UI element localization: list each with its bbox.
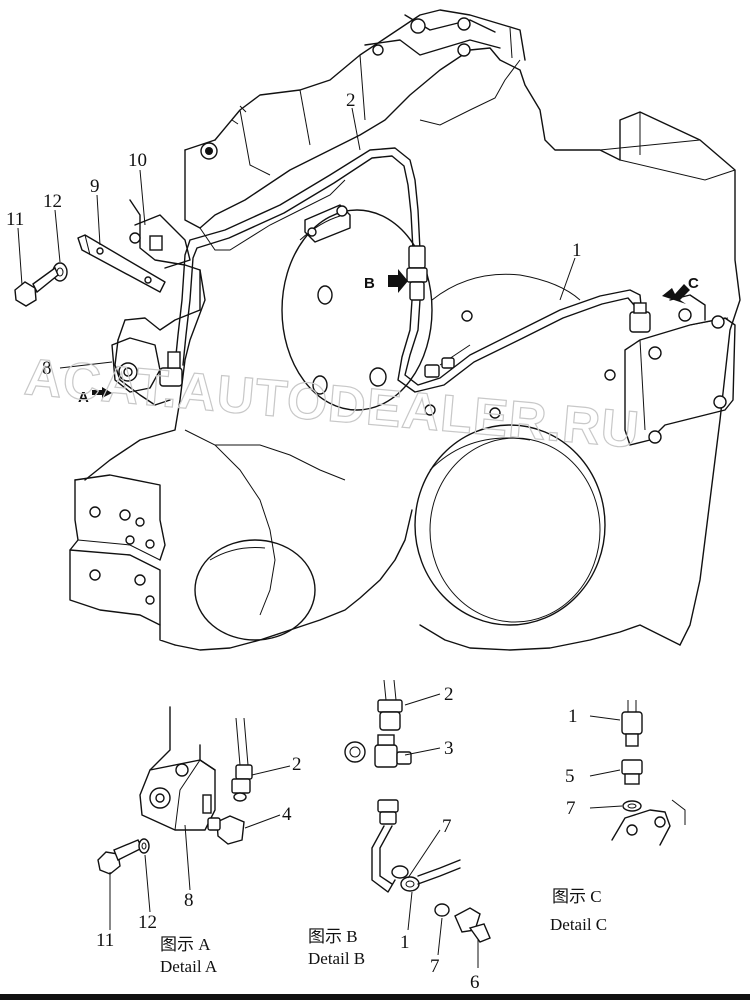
detail-c (611, 700, 686, 846)
detail-b (344, 679, 491, 943)
view-arrow-a: A (78, 387, 112, 406)
flywheel-housing (69, 9, 741, 651)
callout-detail-a-11: 11 (96, 930, 114, 951)
view-arrow-b: B (364, 269, 408, 293)
watermark: ACAT.AUTODEALER.RU (22, 348, 642, 460)
caption-detail-b-en: Detail B (308, 949, 365, 968)
callout-detail-a-12: 12 (138, 912, 157, 933)
clamp-10 (129, 214, 191, 269)
view-label-c: C (688, 275, 699, 292)
callout-main-8: 8 (42, 358, 52, 379)
callout-main-9: 9 (90, 176, 100, 197)
caption-detail-c-en: Detail C (550, 915, 607, 934)
lubrication-tube-1 (397, 289, 643, 393)
block-8-main (111, 337, 183, 393)
callout-detail-b-6: 6 (470, 972, 480, 993)
callout-detail-b-7-upper: 7 (442, 816, 452, 837)
callout-main-1: 1 (572, 240, 582, 261)
callout-detail-b-3: 3 (444, 738, 454, 759)
callout-detail-c-5: 5 (565, 766, 575, 787)
fitting-b-main (406, 245, 428, 301)
bottom-border (0, 994, 750, 1000)
view-label-b: B (364, 275, 375, 292)
callout-main-12: 12 (43, 191, 62, 212)
callout-main-2: 2 (346, 90, 356, 111)
caption-detail-b-cn: 图示 B (308, 927, 358, 946)
bolt-11-main (14, 266, 59, 307)
callout-detail-c-1: 1 (568, 706, 578, 727)
leader-lines (17, 107, 623, 968)
fitting-c-main (629, 302, 651, 333)
callout-detail-b-7-lower: 7 (430, 956, 440, 977)
view-arrow-c: C (662, 275, 699, 304)
caption-detail-c-cn: 图示 C (552, 887, 602, 906)
fitting-tee-main (424, 357, 455, 378)
callout-detail-b-1: 1 (400, 932, 410, 953)
bracket-9 (77, 234, 166, 293)
detail-a (97, 706, 253, 875)
callout-detail-c-7: 7 (566, 798, 576, 819)
lubrication-tube-2 (174, 147, 421, 366)
callout-detail-a-4: 4 (282, 804, 292, 825)
caption-detail-a-cn: 图示 A (160, 935, 211, 954)
callout-detail-a-2: 2 (292, 754, 302, 775)
callout-main-11: 11 (6, 209, 24, 230)
callout-detail-b-2: 2 (444, 684, 454, 705)
callout-main-10: 10 (128, 150, 147, 171)
view-label-a: A (78, 389, 89, 406)
caption-detail-a-en: Detail A (160, 957, 218, 976)
callout-detail-a-8: 8 (184, 890, 194, 911)
